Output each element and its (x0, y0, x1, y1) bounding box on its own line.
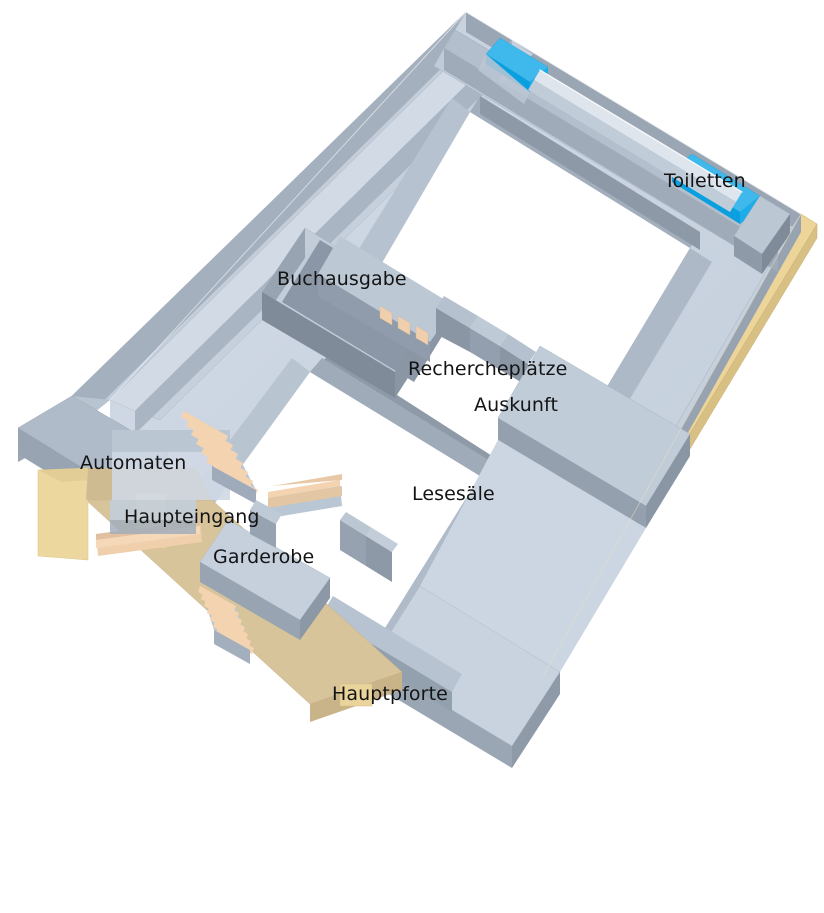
building-mass (17, 11, 802, 768)
garderobe-pillar-top-2 (366, 528, 398, 552)
haupteingang-gold-plate (37, 467, 89, 561)
corridor-ne-lane-shadow (528, 80, 736, 212)
staircase-haupteingang (268, 474, 342, 518)
staircase-main (198, 586, 254, 664)
step-notch-top-3 (500, 334, 536, 364)
divider-face-left (262, 228, 305, 320)
service-desk-1 (379, 305, 393, 326)
staircase-automaten (181, 411, 258, 504)
label-toiletten[interactable]: Toiletten (664, 170, 746, 192)
hauptpforte-marker (339, 683, 373, 707)
auskunft-face-right (646, 434, 690, 528)
inner-wall-nw-face (135, 40, 512, 434)
buchausgabe-face (318, 274, 430, 362)
garderobe-pillar-2 (366, 536, 392, 582)
label-haupteingang[interactable]: Haupteingang (124, 506, 260, 528)
stair-a-side (212, 466, 256, 504)
toilet-east-enclosure-side (762, 214, 790, 274)
garderobe-face-right (300, 578, 330, 640)
inner-wall-ne-face (444, 48, 778, 272)
courtyard-south-wall-ne (310, 358, 492, 476)
toilet-east-enclosure-face (734, 236, 762, 274)
southeast-tail (322, 585, 561, 768)
tail-long-bar-top (322, 596, 462, 692)
label-lesesaele[interactable]: Lesesäle (412, 483, 495, 505)
buchausgabe-top (318, 236, 455, 342)
garderobe-block (199, 512, 398, 640)
step-notch-top-1 (436, 296, 478, 328)
automaten-floor (112, 452, 230, 500)
label-rechercheplaetze[interactable]: Rechercheplätze (408, 358, 568, 380)
tail-face-left (372, 662, 512, 768)
tail-face-right (512, 672, 560, 768)
entrance-pillar-top (250, 500, 282, 524)
entrance-wall-left-face (110, 520, 196, 534)
auskunft-face-left (498, 418, 646, 528)
garderobe-face-left (200, 562, 300, 640)
label-auskunft[interactable]: Auskunft (474, 394, 559, 416)
garderobe-pillar-top-1 (340, 512, 372, 536)
label-automaten[interactable]: Automaten (80, 452, 187, 474)
corridor-ne-lane (534, 70, 742, 202)
stair-b-treads (268, 474, 342, 498)
step-notch-1 (436, 308, 470, 352)
label-buchausgabe[interactable]: Buchausgabe (277, 268, 407, 290)
service-desk-3 (415, 325, 429, 346)
edge-highlights (109, 11, 802, 677)
service-desks (379, 305, 429, 346)
label-garderobe[interactable]: Garderobe (213, 546, 315, 568)
buchausgabe-wing (318, 236, 536, 386)
garderobe-pillar-1 (340, 520, 366, 566)
service-desk-2 (397, 315, 411, 336)
step-notch-3 (500, 346, 528, 386)
entrance-pillar-face (250, 510, 276, 548)
toilet-east-face-right (740, 196, 760, 224)
toilet-north-housing (478, 54, 530, 104)
wall-nw-outer-face (72, 12, 466, 432)
step-notch-2 (470, 328, 500, 370)
auskunft-block (497, 345, 691, 528)
step-notch-top-2 (470, 316, 508, 346)
stair-d-side (214, 630, 250, 664)
stair-a-treads (181, 411, 258, 496)
label-hauptpforte[interactable]: Hauptpforte (332, 683, 448, 705)
divider-front-band (262, 292, 395, 398)
lesesaele-floor (420, 440, 646, 672)
stair-b-riser-strip (268, 486, 342, 508)
entrance-wall-left-top (110, 500, 196, 520)
courtyard-north-rim-ne (480, 96, 700, 250)
